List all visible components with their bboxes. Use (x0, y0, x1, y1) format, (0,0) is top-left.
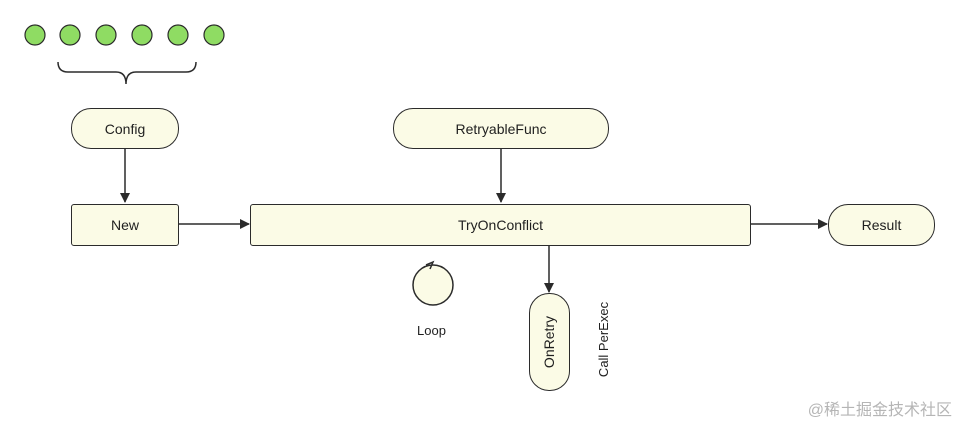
option-dot (24, 24, 46, 46)
tryonconflict-label: TryOnConflict (457, 217, 544, 233)
option-dot (59, 24, 81, 46)
call-perexec-label: Call PerExec (596, 298, 616, 382)
config-label: Config (104, 120, 146, 137)
watermark: @稀土掘金技术社区 (807, 402, 952, 419)
new-node: New (71, 204, 179, 246)
retryablefunc-node: RetryableFunc (393, 108, 609, 149)
option-dot (95, 24, 117, 46)
config-node: Config (71, 108, 179, 149)
loop-label: Loop (417, 323, 446, 338)
option-dot (131, 24, 153, 46)
new-label: New (110, 217, 139, 233)
result-node: Result (828, 204, 935, 246)
retryablefunc-label: RetryableFunc (455, 120, 547, 137)
call-perexec-text: Call PerExec (596, 301, 612, 378)
option-dots (24, 24, 225, 46)
onretry-node: OnRetry (529, 293, 570, 391)
onretry-label: OnRetry (541, 315, 558, 369)
option-dot (167, 24, 189, 46)
loop-icon (412, 260, 454, 306)
option-dot (203, 24, 225, 46)
tryonconflict-node: TryOnConflict (250, 204, 751, 246)
options-brace (57, 61, 197, 85)
result-label: Result (861, 217, 902, 233)
